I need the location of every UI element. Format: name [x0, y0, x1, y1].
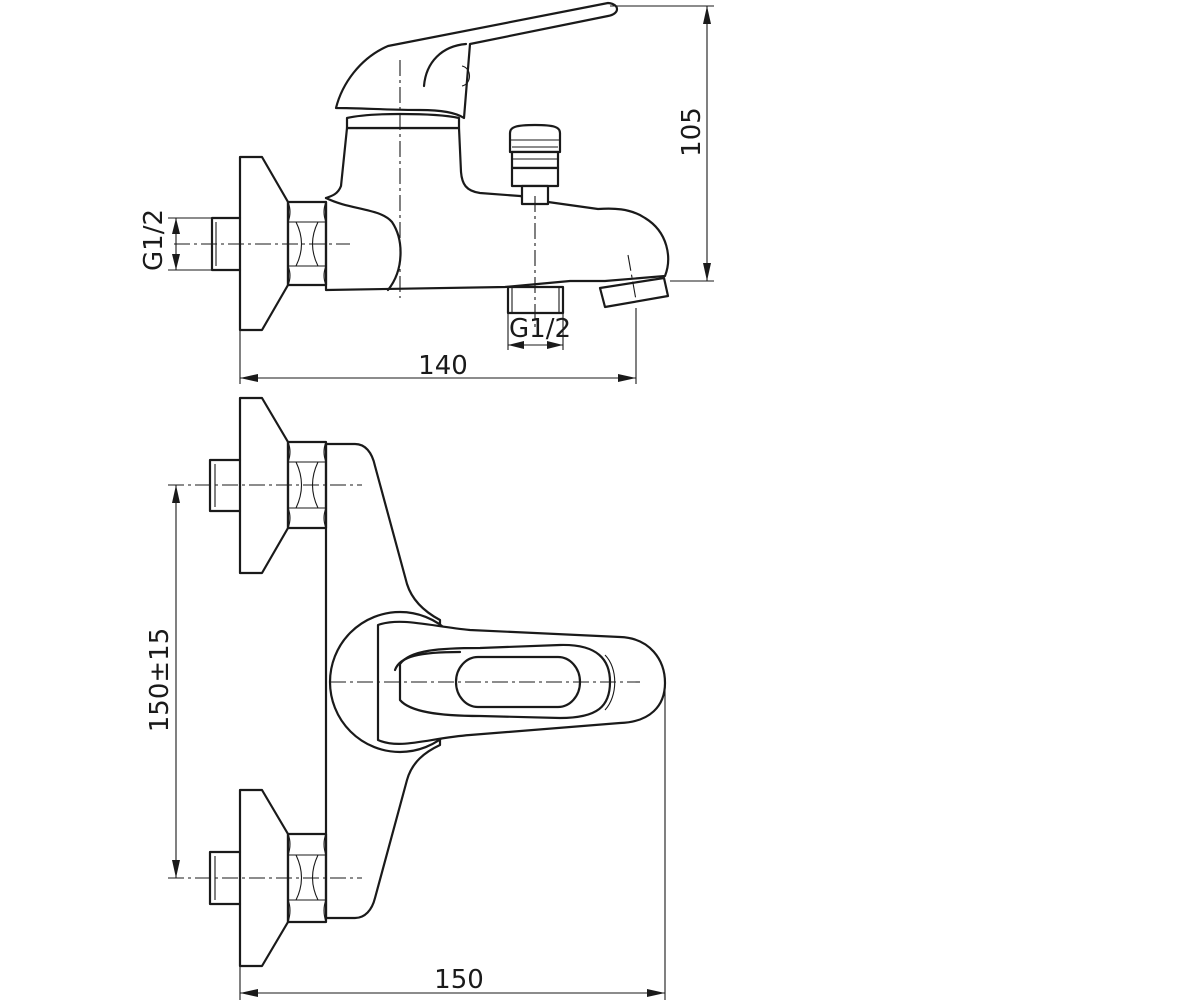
lever-handle-top — [376, 620, 667, 745]
dim-length-top: 150 — [434, 965, 484, 995]
diverter-knob — [508, 123, 562, 206]
mixer-body-side — [324, 126, 670, 292]
dim-outlet-thread: G1/2 — [509, 314, 571, 344]
side-view: 105 G1/2 G1/2 140 — [139, 1, 714, 384]
dim-inlet-thread: G1/2 — [139, 209, 169, 271]
handle-grip-slot — [454, 655, 582, 709]
lever-handle-side — [334, 1, 619, 120]
top-view: 150±15 150 — [145, 396, 667, 1000]
spout-nozzle — [598, 276, 670, 309]
dim-spacing: 150±15 — [145, 628, 175, 733]
mixer-body-top — [324, 442, 442, 920]
dim-height: 105 — [677, 107, 707, 157]
dim-length-side: 140 — [418, 351, 468, 381]
